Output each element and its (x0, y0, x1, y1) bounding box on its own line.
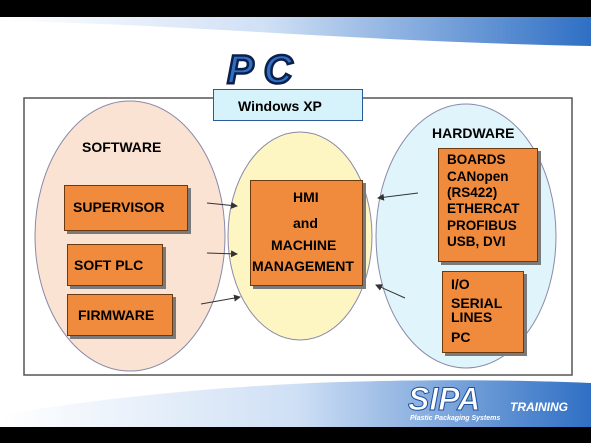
arrow-io-to-hmi (375, 284, 406, 299)
boards-line-2: CANopen (447, 169, 509, 184)
pc-title: PC (222, 50, 358, 90)
svg-text:PC: PC (227, 50, 303, 90)
boards-line-3: (RS422) (447, 185, 498, 200)
boards-line-4: ETHERCAT (447, 201, 520, 216)
supervisor-box: SUPERVISOR (64, 185, 188, 231)
soft-plc-box: SOFT PLC (67, 244, 163, 286)
io-line-3: LINES (451, 309, 493, 325)
hardware-label: HARDWARE (432, 125, 515, 141)
svg-text:Plastic Packaging Systems: Plastic Packaging Systems (410, 415, 500, 422)
arrow-supervisor-to-hmi (206, 201, 238, 209)
io-line-2: SERIAL (451, 295, 503, 311)
soft-plc-label: SOFT PLC (74, 257, 144, 273)
hmi-label: HMI (293, 189, 319, 205)
pc-wordart: PC (226, 50, 303, 90)
boards-box: BOARDS CANopen (RS422) ETHERCAT PROFIBUS… (438, 148, 538, 262)
arrow-softplc-to-hmi (206, 250, 238, 258)
io-box: I/O SERIAL LINES PC (442, 271, 524, 353)
bottom-swoosh (0, 380, 591, 427)
management-label: MANAGEMENT (252, 258, 354, 274)
firmware-box: FIRMWARE (67, 294, 173, 336)
and-label: and (293, 215, 318, 231)
io-line-1: I/O (451, 276, 470, 292)
sipa-logo: SIPA Plastic Packaging Systems (406, 382, 506, 422)
supervisor-label: SUPERVISOR (73, 199, 165, 215)
top-swoosh (0, 17, 591, 46)
training-label: TRAINING (510, 400, 568, 414)
software-label: SOFTWARE (82, 139, 162, 155)
firmware-label: FIRMWARE (78, 307, 155, 323)
arrow-boards-to-hmi (377, 192, 419, 201)
windows-xp-label: Windows XP (238, 98, 322, 114)
machine-label: MACHINE (271, 237, 337, 253)
boards-line-5: PROFIBUS (447, 218, 517, 233)
io-line-4: PC (451, 329, 471, 345)
hmi-box: HMI and MACHINE MANAGEMENT (250, 180, 363, 286)
sipa-logo-graphic: SIPA Plastic Packaging Systems (408, 382, 501, 422)
boards-line-6: USB, DVI (447, 234, 506, 249)
boards-line-1: BOARDS (447, 152, 506, 167)
arrow-firmware-to-hmi (200, 294, 241, 305)
svg-text:SIPA: SIPA (408, 382, 480, 417)
windows-xp-box: Windows XP (213, 89, 363, 121)
